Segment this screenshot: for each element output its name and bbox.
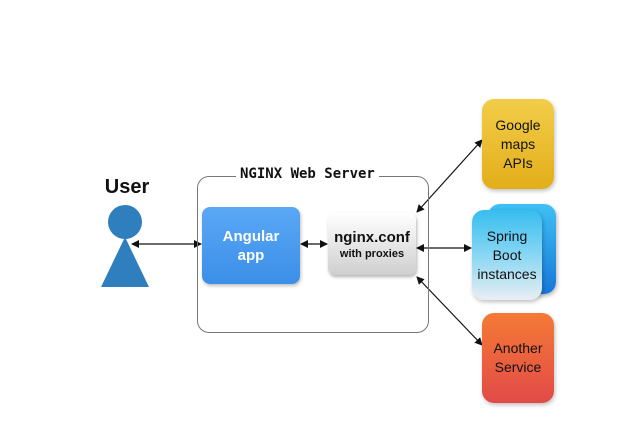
spring-line3: instances	[477, 265, 537, 282]
google-line3: APIs	[503, 154, 533, 171]
angular-app-label: Angular app	[216, 227, 286, 265]
spring-boot-box: Spring Boot instances	[472, 210, 542, 300]
another-service-label: Another Service	[493, 339, 542, 377]
user-label: User	[104, 176, 150, 198]
spring-line2: Boot	[492, 246, 522, 263]
nginx-conf-box: nginx.conf with proxies	[328, 213, 416, 275]
another-line2: Service	[494, 359, 542, 375]
spring-line1: Spring	[486, 227, 528, 244]
angular-label-line1: Angular	[222, 227, 280, 245]
another-line1: Another	[493, 340, 543, 356]
nginx-conf-subtitle: with proxies	[339, 247, 405, 260]
google-line2: maps	[500, 135, 536, 152]
google-maps-box: Google maps APIs	[482, 99, 554, 189]
nginx-conf-title: nginx.conf	[334, 228, 410, 246]
angular-app-box: Angular app	[202, 207, 300, 284]
nginx-google-arrow	[416, 139, 483, 213]
google-maps-label: Google maps APIs	[495, 116, 540, 173]
user-head-icon	[108, 205, 142, 239]
nginx-another-arrow	[416, 276, 483, 346]
nginx-server-label: NGINX Web Server	[236, 166, 379, 182]
user-body-icon	[101, 237, 149, 287]
google-line1: Google	[495, 116, 541, 133]
another-service-box: Another Service	[482, 313, 554, 403]
spring-boot-label: Spring Boot instances	[477, 227, 536, 284]
angular-label-line2: app	[237, 246, 265, 264]
